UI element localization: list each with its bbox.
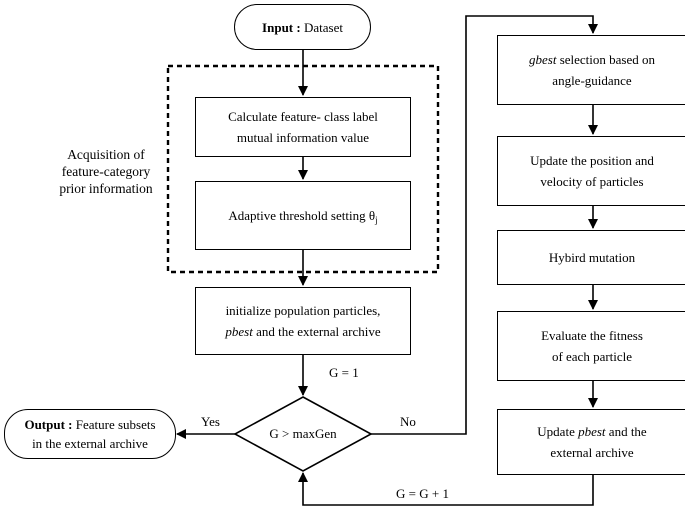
update-position-line1: Update the position and: [530, 153, 654, 168]
evaluate-fitness-box: Evaluate the fitness of each particle: [497, 311, 685, 381]
output-line2: in the external archive: [32, 436, 148, 451]
output-terminal: Output : Feature subsets in the external…: [4, 409, 176, 459]
calc-mutual-info-line1: Calculate feature- class label: [228, 109, 378, 124]
acquisition-line3: prior information: [59, 181, 153, 196]
decision-diamond: [233, 396, 373, 472]
initialize-pbest: pbest: [225, 324, 253, 339]
g-increment-label: G = G + 1: [396, 486, 449, 501]
initialize-line1: initialize population particles,: [225, 303, 381, 318]
acquisition-line2: feature-category: [61, 164, 151, 179]
gbest-selection-line1: selection based on: [556, 52, 655, 67]
gbest-selection-line2: angle-guidance: [552, 73, 632, 88]
adaptive-threshold-subscript: j: [375, 215, 378, 225]
update-pbest-post: and the: [605, 424, 647, 439]
update-pbest-line2: external archive: [550, 445, 634, 460]
input-value: Dataset: [300, 19, 343, 35]
acquisition-line1: Acquisition of: [67, 147, 145, 162]
calc-mutual-info-box: Calculate feature- class label mutual in…: [195, 97, 411, 157]
adaptive-threshold-text: Adaptive threshold setting θ: [228, 208, 376, 223]
gbest-term: gbest: [528, 52, 557, 67]
evaluate-fitness-line1: Evaluate the fitness: [541, 328, 643, 343]
hybrid-mutation-box: Hybird mutation: [497, 230, 685, 285]
yes-label: Yes: [201, 414, 220, 429]
arrow-loop-back: [298, 472, 594, 506]
update-pbest-pre: Update: [537, 424, 579, 439]
input-terminal: Input : Dataset: [234, 4, 371, 50]
decision-label: G > maxGen: [269, 426, 337, 441]
evaluate-fitness-line2: of each particle: [551, 349, 633, 364]
update-position-line2: velocity of particles: [540, 174, 644, 189]
update-pbest-term: pbest: [578, 424, 606, 439]
output-line1: Feature subsets: [72, 417, 156, 432]
input-label: Input :: [262, 19, 301, 35]
hybrid-mutation-text: Hybird mutation: [548, 250, 636, 265]
output-label: Output :: [24, 417, 73, 432]
no-label: No: [400, 414, 416, 429]
gbest-selection-box: gbest selection based on angle-guidance: [497, 35, 685, 105]
update-pbest-box: Update pbest and the external archive: [497, 409, 685, 475]
arrow-no-branch: [371, 15, 598, 435]
initialize-line2: and the external archive: [252, 324, 381, 339]
calc-mutual-info-line2: mutual information value: [236, 130, 370, 145]
initialize-box: initialize population particles, pbest a…: [195, 287, 411, 355]
adaptive-threshold-box: Adaptive threshold setting θj: [195, 181, 411, 250]
g-equals-one-label: G = 1: [329, 365, 359, 380]
acquisition-label: Acquisition of feature-category prior in…: [50, 146, 162, 197]
update-position-box: Update the position and velocity of part…: [497, 136, 685, 206]
